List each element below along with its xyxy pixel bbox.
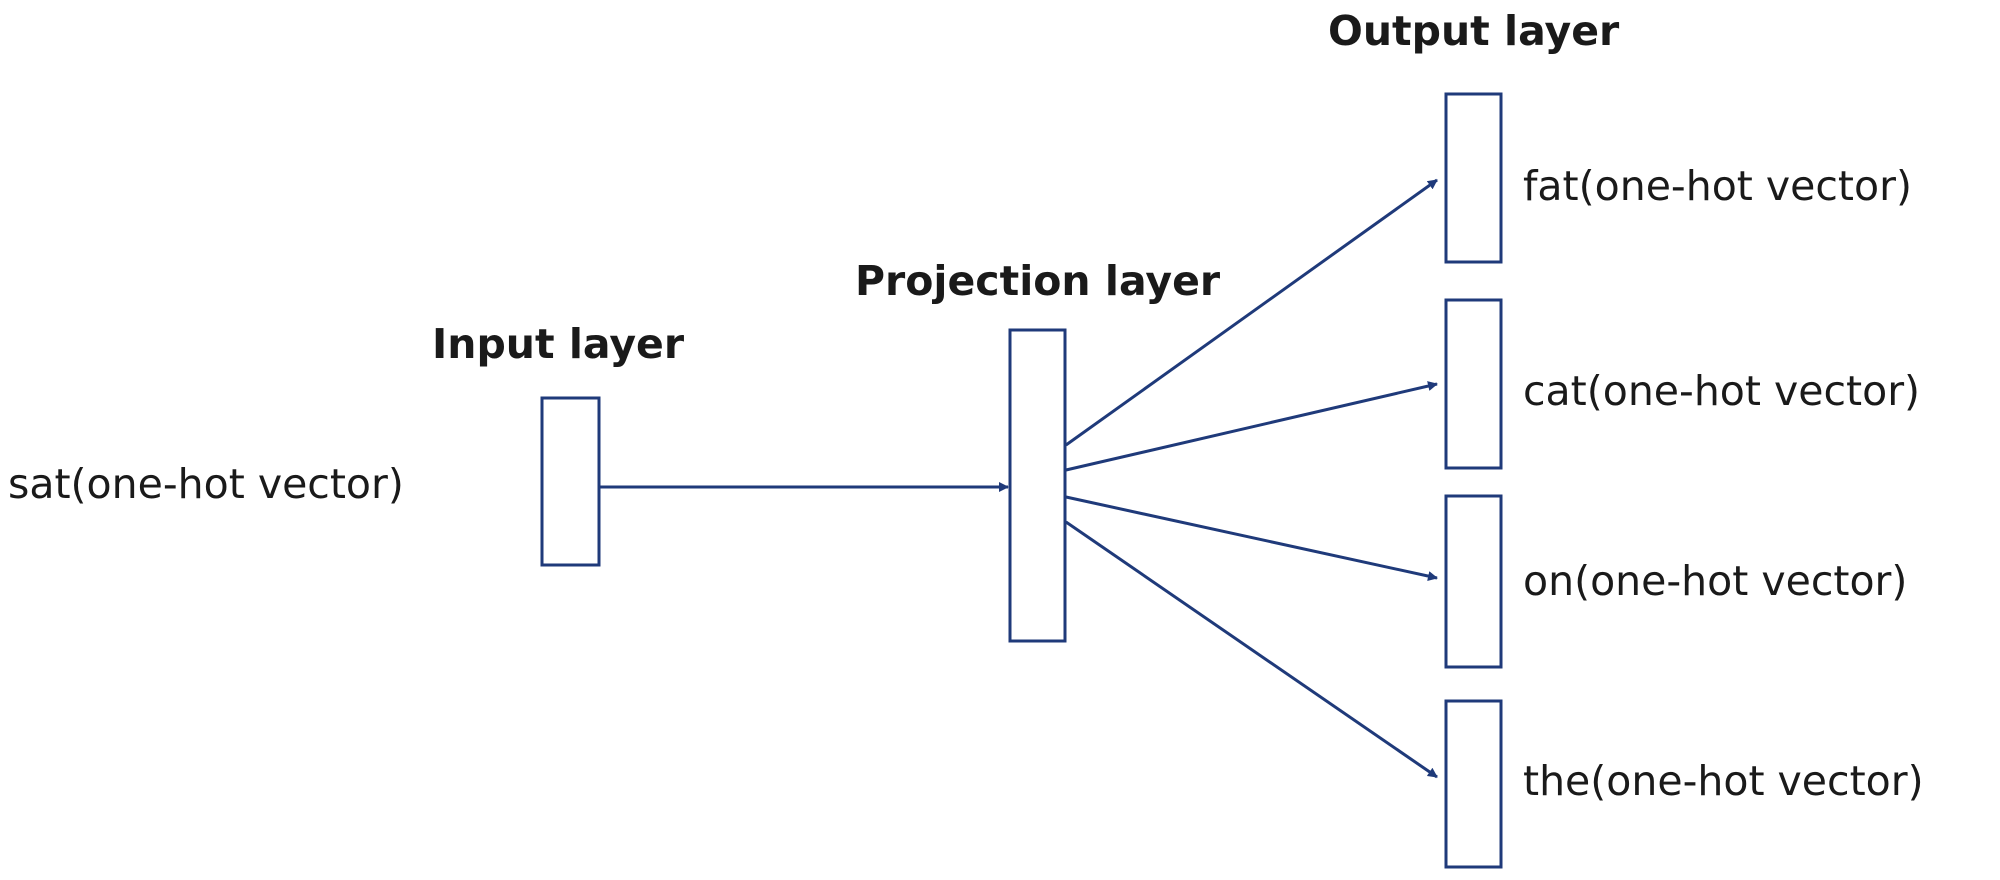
output-label-fat: fat(one-hot vector) (1523, 162, 1912, 210)
output-layer-heading: Output layer (1328, 7, 1620, 55)
edge-projection-to-cat (1065, 381, 1438, 472)
edge-projection-to-on (1065, 495, 1438, 581)
projection-layer-heading: Projection layer (855, 257, 1221, 305)
output-node-cat (1444, 298, 1503, 470)
output-label-the: the(one-hot vector) (1523, 757, 1924, 805)
output-label-cat: cat(one-hot vector) (1523, 367, 1920, 415)
projection-layer-node (1008, 328, 1067, 643)
output-node-fat (1444, 92, 1503, 264)
input-layer-heading: Input layer (432, 320, 685, 368)
output-node-the (1444, 699, 1503, 869)
input-word-label: sat(one-hot vector) (8, 460, 404, 508)
edge-projection-to-the (1065, 520, 1438, 779)
output-node-on (1444, 494, 1503, 669)
input-layer-node (540, 396, 601, 567)
edge-projection-to-fat (1065, 178, 1438, 447)
output-label-on: on(one-hot vector) (1523, 557, 1907, 605)
